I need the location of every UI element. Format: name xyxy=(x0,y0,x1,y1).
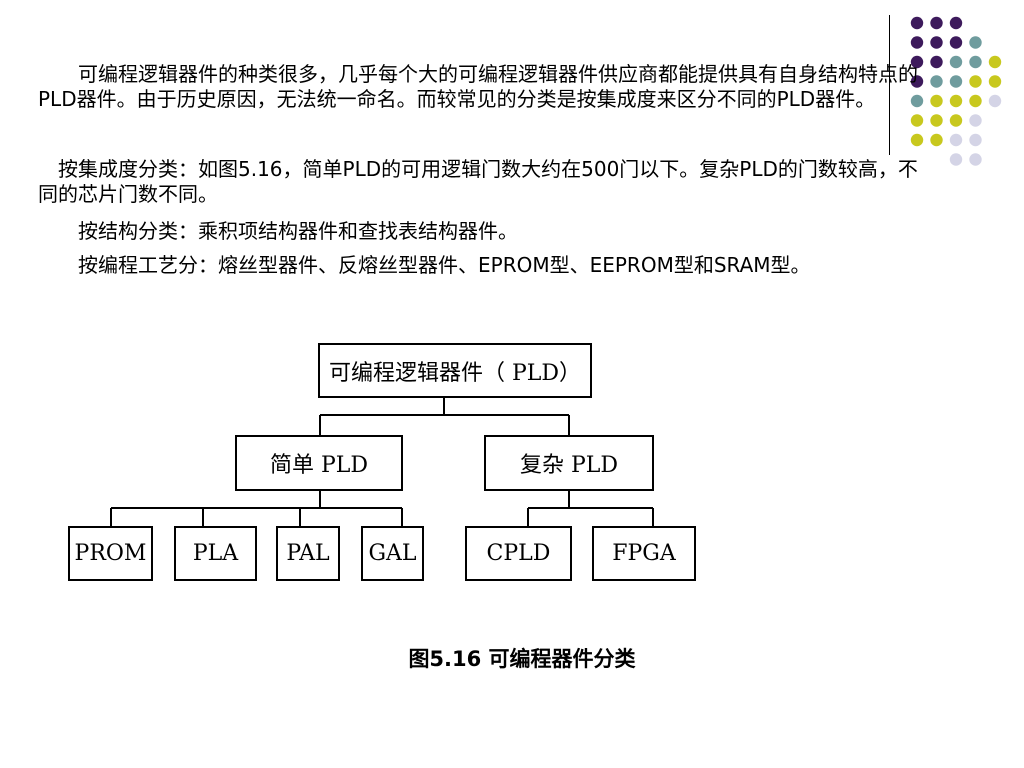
paragraph-by-structure: 按结构分类：乘积项结构器件和查找表结构器件。 xyxy=(38,219,518,243)
diagram-gal-node: GAL xyxy=(361,526,424,581)
diagram-root-node: 可编程逻辑器件（ PLD） xyxy=(318,343,592,398)
diagram-cpld-node: CPLD xyxy=(465,526,572,581)
paragraph-by-process: 按编程工艺分：熔丝型器件、反熔丝型器件、EPROM型、EEPROM型和SRAM型… xyxy=(38,253,811,277)
diagram-pla-node: PLA xyxy=(174,526,257,581)
decorative-vertical-line xyxy=(889,15,890,155)
diagram-pal-node: PAL xyxy=(276,526,340,581)
diagram-complex-pld-node: 复杂 PLD xyxy=(484,435,654,491)
diagram-simple-pld-node: 简单 PLD xyxy=(235,435,403,491)
paragraph-intro: 可编程逻辑器件的种类很多，几乎每个大的可编程逻辑器件供应商都能提供具有自身结构特… xyxy=(38,62,918,111)
paragraph-by-integration: 按集成度分类：如图5.16，简单PLD的可用逻辑门数大约在500门以下。复杂PL… xyxy=(38,157,918,206)
diagram-prom-node: PROM xyxy=(68,526,153,581)
diagram-fpga-node: FPGA xyxy=(592,526,696,581)
figure-caption: 图5.16 可编程器件分类 xyxy=(408,647,636,671)
